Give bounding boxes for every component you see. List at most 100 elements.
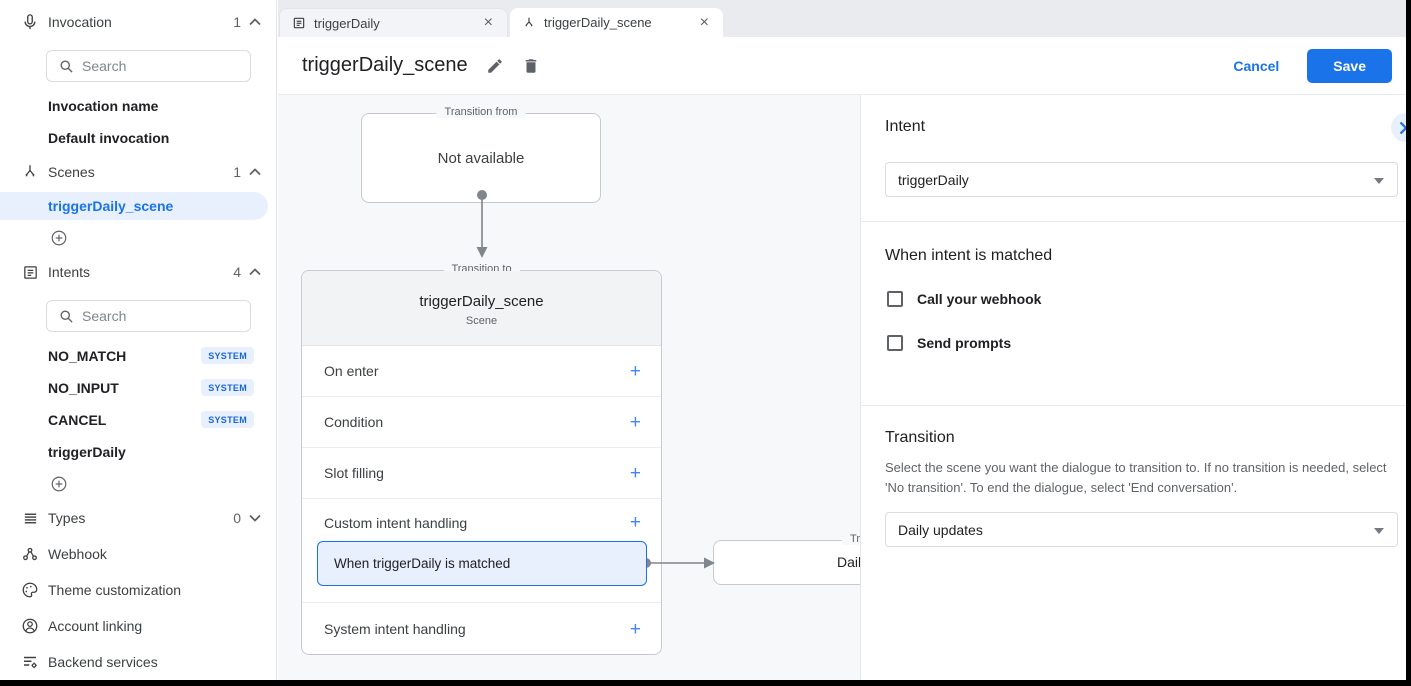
scenes-icon	[18, 160, 42, 184]
transition-from-content: Not available	[437, 150, 525, 167]
chevron-down-icon[interactable]	[249, 514, 261, 522]
tab-triggerdaily[interactable]: triggerDaily ×	[279, 8, 508, 37]
sidebar-section-types[interactable]: Types 0	[0, 504, 277, 532]
screen-edge	[0, 680, 1411, 686]
title-bar: triggerDaily_scene Cancel Save	[278, 37, 1406, 95]
add-icon[interactable]: +	[629, 360, 641, 382]
palette-icon	[18, 578, 42, 602]
intent-handler-selected[interactable]: When triggerDaily is matched	[317, 541, 647, 586]
scene-row-on-enter[interactable]: On enter +	[302, 346, 661, 397]
tab-strip: triggerDaily × triggerDaily_scene ×	[278, 0, 1406, 37]
search-icon	[60, 310, 73, 323]
transition-heading: Transition	[885, 429, 955, 446]
add-icon[interactable]: +	[629, 512, 641, 533]
intent-select-value: triggerDaily	[898, 171, 969, 188]
system-badge: SYSTEM	[201, 347, 254, 364]
scene-row-system-intent-handling[interactable]: System intent handling +	[302, 603, 661, 655]
tab-label: triggerDaily_scene	[544, 15, 652, 30]
chevron-up-icon[interactable]	[249, 18, 261, 26]
add-icon[interactable]: +	[629, 411, 641, 433]
sidebar-section-invocation[interactable]: Invocation 1	[0, 8, 277, 36]
sidebar-section-label: Scenes	[48, 164, 95, 180]
invocation-search[interactable]	[46, 50, 251, 82]
webhook-checkbox-row[interactable]: Call your webhook	[887, 291, 1041, 307]
sidebar-section-label: Invocation	[48, 14, 112, 30]
sidebar-section-intents[interactable]: Intents 4	[0, 258, 277, 286]
sidebar-item-webhook[interactable]: Webhook	[0, 540, 277, 568]
close-icon[interactable]: ×	[483, 14, 493, 31]
sidebar-item-invocation-name[interactable]: Invocation name	[48, 98, 159, 114]
transition-select[interactable]: Daily updates	[885, 512, 1398, 547]
sidebar-item-no-match[interactable]: NO_MATCH	[48, 348, 127, 364]
scene-row-label: Slot filling	[324, 465, 384, 481]
sidebar-item-label: Webhook	[48, 546, 107, 562]
checkbox-unchecked[interactable]	[887, 291, 903, 307]
tab-triggerdaily-scene[interactable]: triggerDaily_scene ×	[510, 8, 723, 37]
prompts-checkbox-row[interactable]: Send prompts	[887, 335, 1011, 351]
sidebar-item-triggerdaily-scene-selected[interactable]: triggerDaily_scene	[0, 192, 268, 220]
sidebar-section-scenes[interactable]: Scenes 1	[0, 158, 277, 186]
sidebar-item-label: Backend services	[48, 654, 158, 670]
cancel-button[interactable]: Cancel	[1223, 50, 1289, 82]
checkbox-unchecked[interactable]	[887, 335, 903, 351]
sidebar-item-no-input[interactable]: NO_INPUT	[48, 380, 119, 396]
sidebar-section-label: Intents	[48, 264, 91, 280]
sidebar-item-label: Account linking	[48, 618, 143, 634]
scene-row-label: System intent handling	[324, 621, 466, 637]
system-badge: SYSTEM	[201, 379, 254, 396]
add-icon[interactable]: +	[629, 618, 641, 640]
microphone-icon	[18, 10, 42, 34]
delete-icon[interactable]	[522, 57, 540, 75]
daily-updates-node: Tr Dail	[713, 533, 860, 585]
main-area: triggerDaily × triggerDaily_scene × trig…	[278, 0, 1411, 680]
sidebar-item-triggerdaily[interactable]: triggerDaily	[48, 444, 126, 460]
search-input[interactable]	[82, 308, 212, 324]
account-circle-icon	[18, 614, 42, 638]
edit-icon[interactable]	[486, 57, 504, 75]
right-arrow-connector	[641, 557, 715, 569]
tab-label: triggerDaily	[314, 15, 380, 31]
transition-from-box: Transition from Not available	[361, 106, 601, 203]
scene-row-slot-filling[interactable]: Slot filling +	[302, 448, 661, 499]
scene-row-condition[interactable]: Condition +	[302, 397, 661, 448]
selected-scene-label: triggerDaily_scene	[48, 198, 174, 214]
sidebar-item-backend-services[interactable]: Backend services	[0, 648, 277, 676]
intents-icon	[292, 16, 306, 30]
sidebar-section-count: 0	[233, 510, 241, 526]
search-icon	[60, 60, 73, 73]
sidebar-item-theme-customization[interactable]: Theme customization	[0, 576, 277, 604]
matched-heading: When intent is matched	[885, 247, 1053, 264]
sidebar-item-account-linking[interactable]: Account linking	[0, 612, 277, 640]
add-intent-button[interactable]	[50, 475, 68, 493]
intents-search[interactable]	[46, 300, 251, 332]
sidebar-section-count: 1	[233, 164, 241, 180]
scene-row-label: Condition	[324, 414, 384, 430]
types-icon	[18, 506, 42, 530]
add-scene-button[interactable]	[50, 229, 68, 247]
checkbox-label: Send prompts	[917, 335, 1012, 351]
sidebar: Invocation 1 Invocation name Default inv…	[0, 0, 277, 680]
scene-row-label: On enter	[324, 363, 379, 379]
sidebar-item-cancel[interactable]: CANCEL	[48, 412, 107, 428]
sidebar-item-label: Theme customization	[48, 582, 182, 598]
scene-card: Transition to triggerDaily_scene Scene O…	[301, 263, 662, 655]
sidebar-section-count: 1	[233, 14, 241, 30]
scene-card-header: triggerDaily_scene Scene	[302, 271, 661, 346]
close-icon[interactable]: ×	[699, 13, 709, 31]
checkbox-label: Call your webhook	[917, 291, 1042, 307]
sidebar-item-default-invocation[interactable]: Default invocation	[48, 130, 170, 146]
scene-canvas: Transition from Not available Transition…	[278, 95, 860, 680]
add-icon[interactable]: +	[629, 462, 641, 484]
system-badge: SYSTEM	[201, 411, 254, 428]
intent-select[interactable]: triggerDaily	[885, 162, 1398, 197]
save-button[interactable]: Save	[1307, 48, 1392, 83]
scene-row-custom-intent-handling[interactable]: Custom intent handling +	[302, 499, 661, 603]
down-arrow-connector	[476, 190, 488, 258]
chevron-up-icon[interactable]	[249, 168, 261, 176]
scene-row-label: Custom intent handling	[324, 515, 468, 531]
search-input[interactable]	[82, 58, 212, 74]
scenes-icon	[522, 16, 536, 30]
divider	[861, 405, 1406, 406]
chevron-up-icon[interactable]	[249, 268, 261, 276]
